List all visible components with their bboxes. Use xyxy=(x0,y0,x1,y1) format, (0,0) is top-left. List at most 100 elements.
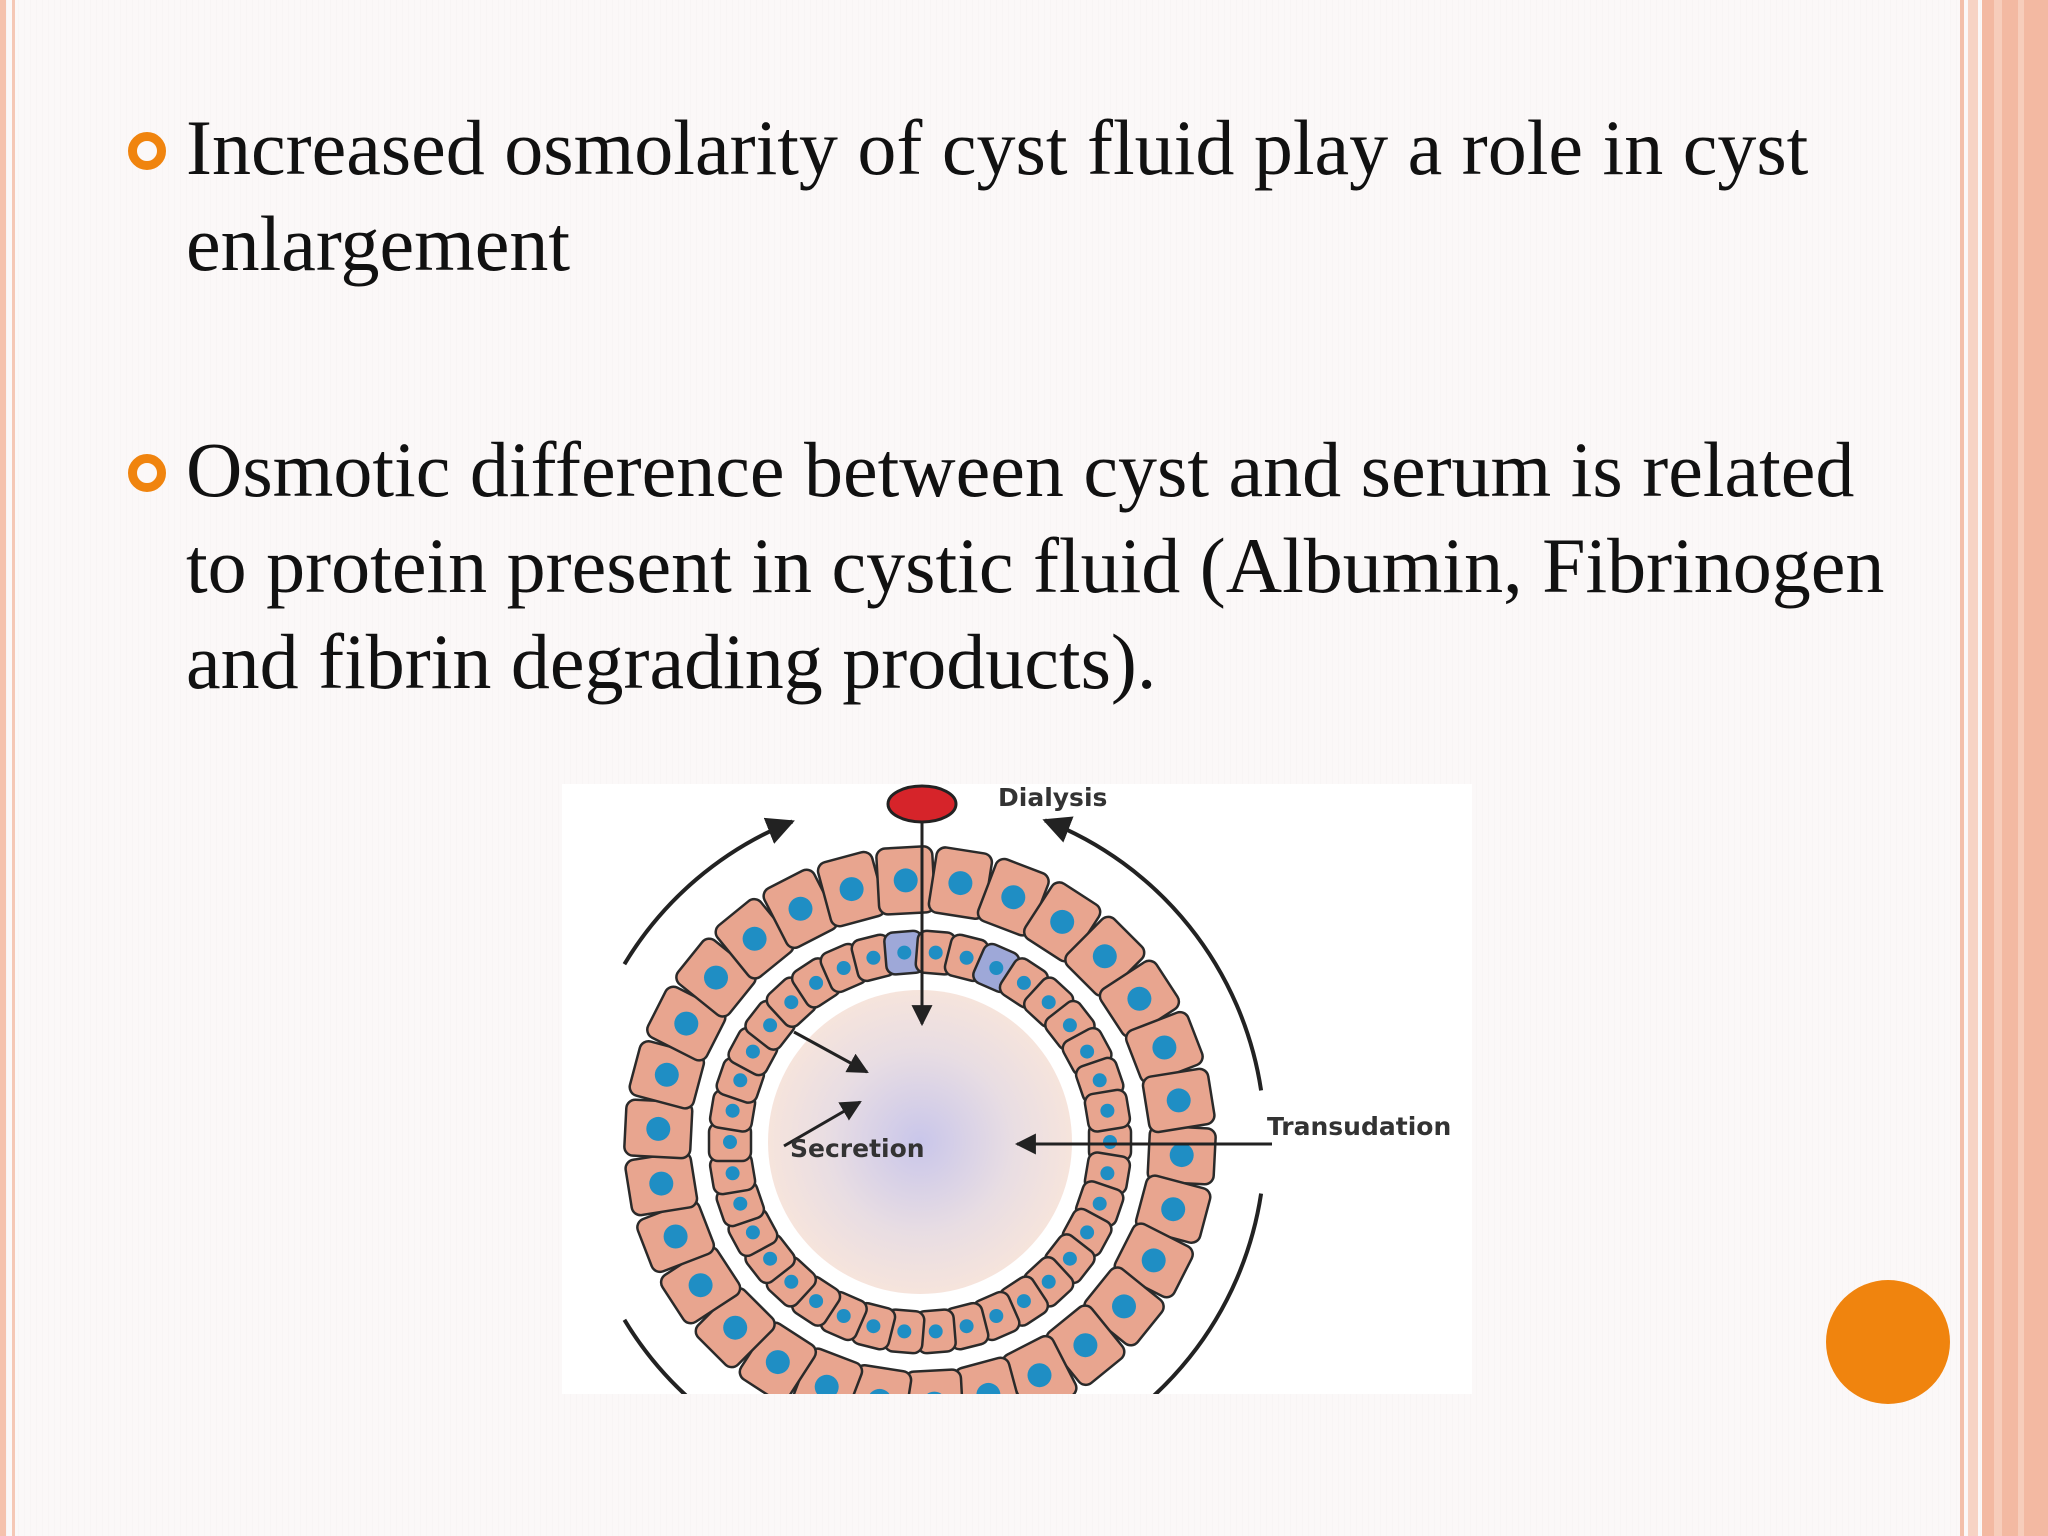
cyst-diagram-svg: Dialysis Transudation Secretion xyxy=(622,784,1451,1394)
slide-border-right-highlight-1 xyxy=(1994,0,2002,1536)
cell-nucleus xyxy=(814,1374,839,1394)
cell-nucleus xyxy=(1092,944,1117,969)
cell-nucleus xyxy=(1127,986,1152,1011)
ring-bullet-icon xyxy=(128,454,166,492)
cell-nucleus xyxy=(733,1196,748,1211)
cell-nucleus xyxy=(893,868,918,893)
cell-nucleus xyxy=(836,1309,851,1323)
bullet-list: Increased osmolarity of cyst fluid play … xyxy=(128,100,1908,710)
cell-nucleus xyxy=(959,1319,974,1334)
orange-circle-decoration xyxy=(1826,1280,1950,1404)
cell-nucleus xyxy=(809,975,824,990)
cell-nucleus xyxy=(733,1073,748,1088)
cell-nucleus xyxy=(897,1324,912,1339)
cell-nucleus xyxy=(646,1116,671,1141)
cell-nucleus xyxy=(928,945,943,960)
cell-nucleus xyxy=(1152,1035,1177,1060)
cell-nucleus xyxy=(1001,885,1026,910)
cell-nucleus xyxy=(869,1388,890,1394)
cell-nucleus xyxy=(654,1062,679,1087)
label-transudation: Transudation xyxy=(1267,1112,1451,1141)
cell-nucleus xyxy=(784,1274,799,1289)
ring-bullet-icon xyxy=(128,132,166,170)
cell-nucleus xyxy=(976,1382,1001,1394)
cyst-lumen xyxy=(768,990,1072,1294)
cell-nucleus xyxy=(745,1225,760,1240)
cell-nucleus xyxy=(989,1309,1004,1323)
cell-nucleus xyxy=(1080,1044,1095,1059)
slide-border-right-highlight-2 xyxy=(2018,0,2024,1536)
cell-nucleus xyxy=(1016,1294,1031,1309)
cell-nucleus xyxy=(784,995,799,1010)
cell-nucleus xyxy=(1027,1363,1052,1388)
cell-nucleus xyxy=(742,926,767,951)
bullet-text-1: Increased osmolarity of cyst fluid play … xyxy=(186,104,1809,287)
cell-nucleus xyxy=(688,1273,713,1298)
slide-border-right-line xyxy=(1960,0,1964,1536)
cell-nucleus xyxy=(723,1315,748,1340)
cell-nucleus xyxy=(674,1011,699,1036)
cell-nucleus xyxy=(725,1103,740,1118)
cell-nucleus xyxy=(1080,1225,1095,1240)
inner-cell-layer xyxy=(707,929,1133,1355)
cyst-diagram: Dialysis Transudation Secretion xyxy=(562,784,1472,1394)
slide-border-left-inner xyxy=(12,0,15,1536)
secretion-arrow xyxy=(793,1030,869,1074)
cell-nucleus xyxy=(1161,1197,1186,1222)
cell-nucleus xyxy=(1016,975,1031,990)
epithelial-cell xyxy=(953,1356,1024,1394)
cell-nucleus xyxy=(1041,995,1056,1010)
cell-nucleus xyxy=(1141,1248,1166,1273)
cell-nucleus xyxy=(763,1251,778,1266)
circulation-arrows xyxy=(622,816,1264,1394)
cell-nucleus xyxy=(1092,1073,1107,1088)
cell-nucleus xyxy=(649,1171,674,1196)
cell-nucleus xyxy=(788,896,813,921)
blood-cell-icon xyxy=(886,784,958,824)
bullet-text-2: Osmotic difference between cyst and seru… xyxy=(186,426,1885,705)
cell-nucleus xyxy=(704,965,728,990)
slide-border-left-outer xyxy=(0,0,6,1536)
cell-nucleus xyxy=(1050,909,1075,934)
flow-arrows xyxy=(783,822,1272,1155)
cell-nucleus xyxy=(725,1166,740,1181)
circulation-arrow xyxy=(622,817,795,966)
cell-nucleus xyxy=(1112,1294,1136,1319)
cell-nucleus xyxy=(897,945,912,960)
cell-nucleus xyxy=(763,1018,778,1033)
epithelial-cell xyxy=(903,1368,965,1394)
cell-nucleus xyxy=(809,1294,824,1309)
cell-nucleus xyxy=(1041,1274,1056,1289)
cell-nucleus xyxy=(866,950,881,965)
cell-nucleus xyxy=(1062,1018,1077,1033)
cell-nucleus xyxy=(959,950,974,965)
epithelial-cell xyxy=(846,1363,913,1394)
cell-nucleus xyxy=(1062,1251,1077,1266)
cell-nucleus xyxy=(1100,1166,1115,1181)
cell-nucleus xyxy=(928,1324,943,1339)
cell-nucleus xyxy=(765,1350,790,1375)
cell-nucleus xyxy=(1103,1135,1117,1149)
slide-border-right-stripe xyxy=(1968,0,1978,1536)
cell-nucleus xyxy=(1100,1103,1115,1118)
cell-nucleus xyxy=(866,1319,881,1334)
cell-nucleus xyxy=(948,871,973,896)
cell-nucleus xyxy=(663,1224,688,1249)
cell-nucleus xyxy=(1169,1143,1194,1168)
label-dialysis: Dialysis xyxy=(998,784,1107,812)
cell-nucleus xyxy=(836,961,851,975)
circulation-arrow xyxy=(1042,816,1264,1091)
circulation-arrow xyxy=(622,1318,688,1394)
cell-nucleus xyxy=(723,1135,737,1149)
cell-nucleus xyxy=(839,877,864,902)
cell-nucleus xyxy=(927,1391,942,1394)
cell-nucleus xyxy=(745,1044,760,1059)
circulation-arrow xyxy=(1152,1193,1264,1394)
outer-cell-layer xyxy=(623,845,1217,1394)
cell-nucleus xyxy=(1073,1333,1098,1358)
cell-nucleus xyxy=(989,961,1004,975)
label-secretion: Secretion xyxy=(790,1134,925,1163)
cell-nucleus xyxy=(1166,1088,1191,1113)
cell-nucleus xyxy=(1092,1196,1107,1211)
secretion-arrow xyxy=(783,1100,862,1148)
